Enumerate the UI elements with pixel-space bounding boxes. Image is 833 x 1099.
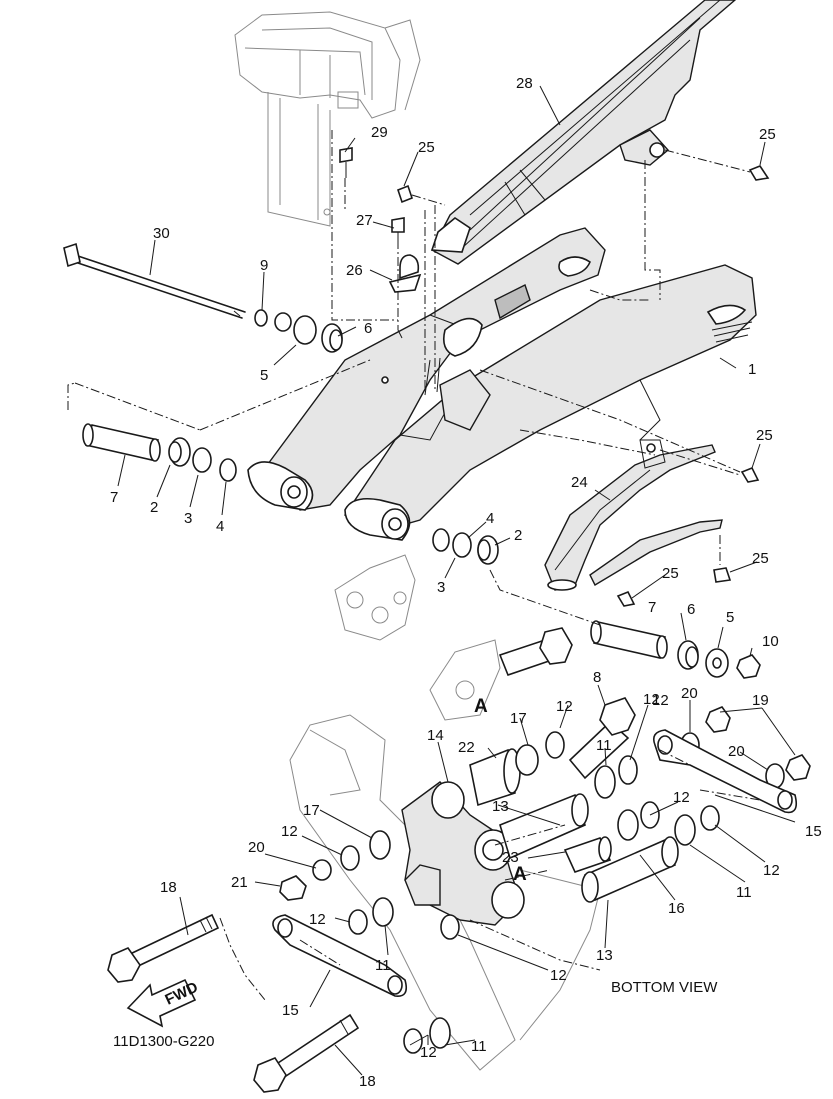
callout-12-d: 12 — [763, 862, 780, 879]
callout-17-upper: 17 — [510, 710, 527, 727]
callout-4-right: 4 — [486, 510, 494, 527]
callout-7-left: 7 — [110, 489, 118, 506]
reference-marker-a-bottom: A — [513, 864, 527, 885]
callout-15-right: 15 — [805, 823, 822, 840]
chain-guide — [544, 439, 723, 591]
callout-9: 9 — [260, 257, 268, 274]
callout-12-e: 12 — [281, 823, 298, 840]
callout-7-right: 7 — [648, 599, 656, 616]
callout-5-left: 5 — [260, 367, 268, 384]
callout-20-left: 20 — [248, 839, 265, 856]
callout-16: 16 — [668, 900, 685, 917]
bolt-18-upper — [107, 913, 220, 983]
swingarm — [247, 227, 757, 541]
callout-14: 14 — [427, 727, 444, 744]
callout-25-top: 25 — [418, 139, 435, 156]
callout-23: 23 — [502, 849, 519, 866]
callout-15-left: 15 — [282, 1002, 299, 1019]
clamp-bracket — [388, 254, 422, 293]
callout-10: 10 — [762, 633, 779, 650]
callout-19: 19 — [752, 692, 769, 709]
bolt-18-lower — [253, 1013, 360, 1093]
reference-marker-a-top: A — [474, 696, 488, 717]
callout-4-left: 4 — [216, 518, 224, 535]
callout-12-g: 12 — [550, 967, 567, 984]
callout-11-right: 11 — [736, 884, 752, 901]
small-bolts — [339, 147, 770, 607]
forward-arrow-icon: FWD — [126, 979, 201, 1028]
pivot-shaft-30 — [63, 242, 246, 319]
callout-11-lower: 11 — [375, 957, 391, 974]
engine-mount-ghost — [334, 554, 501, 721]
callout-18-upper: 18 — [160, 879, 177, 896]
callout-6-right: 6 — [687, 601, 695, 618]
callout-labels: 1 2 2 3 3 4 4 5 5 6 6 7 7 8 9 10 11 11 1… — [110, 75, 822, 1090]
callout-24: 24 — [571, 474, 588, 491]
callout-11-mid: 11 — [596, 737, 612, 754]
callout-25-right: 25 — [759, 126, 776, 143]
chain-case — [430, 0, 737, 265]
bolt-upper-ghost — [498, 627, 573, 677]
bolt-8 — [568, 697, 636, 780]
callout-22: 22 — [458, 739, 475, 756]
callout-26: 26 — [346, 262, 363, 279]
callout-18-lower: 18 — [359, 1073, 376, 1090]
callout-13-bottom: 13 — [596, 947, 613, 964]
callout-12-a: 12 — [556, 698, 573, 715]
callout-2-left: 2 — [150, 499, 158, 516]
callout-20-upper: 20 — [681, 685, 698, 702]
bearings-and-washers — [168, 309, 811, 1054]
callout-21: 21 — [231, 874, 248, 891]
frame-bracket-ghost — [234, 11, 421, 227]
callout-1: 1 — [748, 361, 756, 378]
callout-27: 27 — [356, 212, 373, 229]
callout-25-mid: 25 — [756, 427, 773, 444]
callout-3-right: 3 — [437, 579, 445, 596]
callout-25-guide: 25 — [752, 550, 769, 567]
callout-12-b: 12 — [643, 691, 660, 708]
callout-12-h: 12 — [420, 1044, 437, 1061]
callout-3-left: 3 — [184, 510, 192, 527]
bottom-view-caption: BOTTOM VIEW — [611, 979, 718, 996]
relay-arm — [401, 781, 525, 926]
callout-12-i: 12 — [652, 692, 669, 709]
callout-12-c: 12 — [673, 789, 690, 806]
figure-code: 11D1300-G220 — [113, 1033, 214, 1050]
collars — [82, 423, 679, 903]
center-lines — [67, 130, 761, 1001]
callout-5-right: 5 — [726, 609, 734, 626]
callout-20-right: 20 — [728, 743, 745, 760]
callout-13-mid: 13 — [492, 798, 509, 815]
callout-2-right: 2 — [514, 527, 522, 544]
callout-30: 30 — [153, 225, 170, 242]
callout-17-left: 17 — [303, 802, 320, 819]
callout-28: 28 — [516, 75, 533, 92]
callout-11-bottom: 11 — [471, 1038, 487, 1055]
callout-12-f: 12 — [309, 911, 326, 928]
callout-25-lower: 25 — [662, 565, 679, 582]
leader-lines — [117, 85, 796, 1076]
connecting-rods — [272, 729, 798, 997]
callout-8: 8 — [593, 669, 601, 686]
callout-29: 29 — [371, 124, 388, 141]
callout-6-left: 6 — [364, 320, 372, 337]
